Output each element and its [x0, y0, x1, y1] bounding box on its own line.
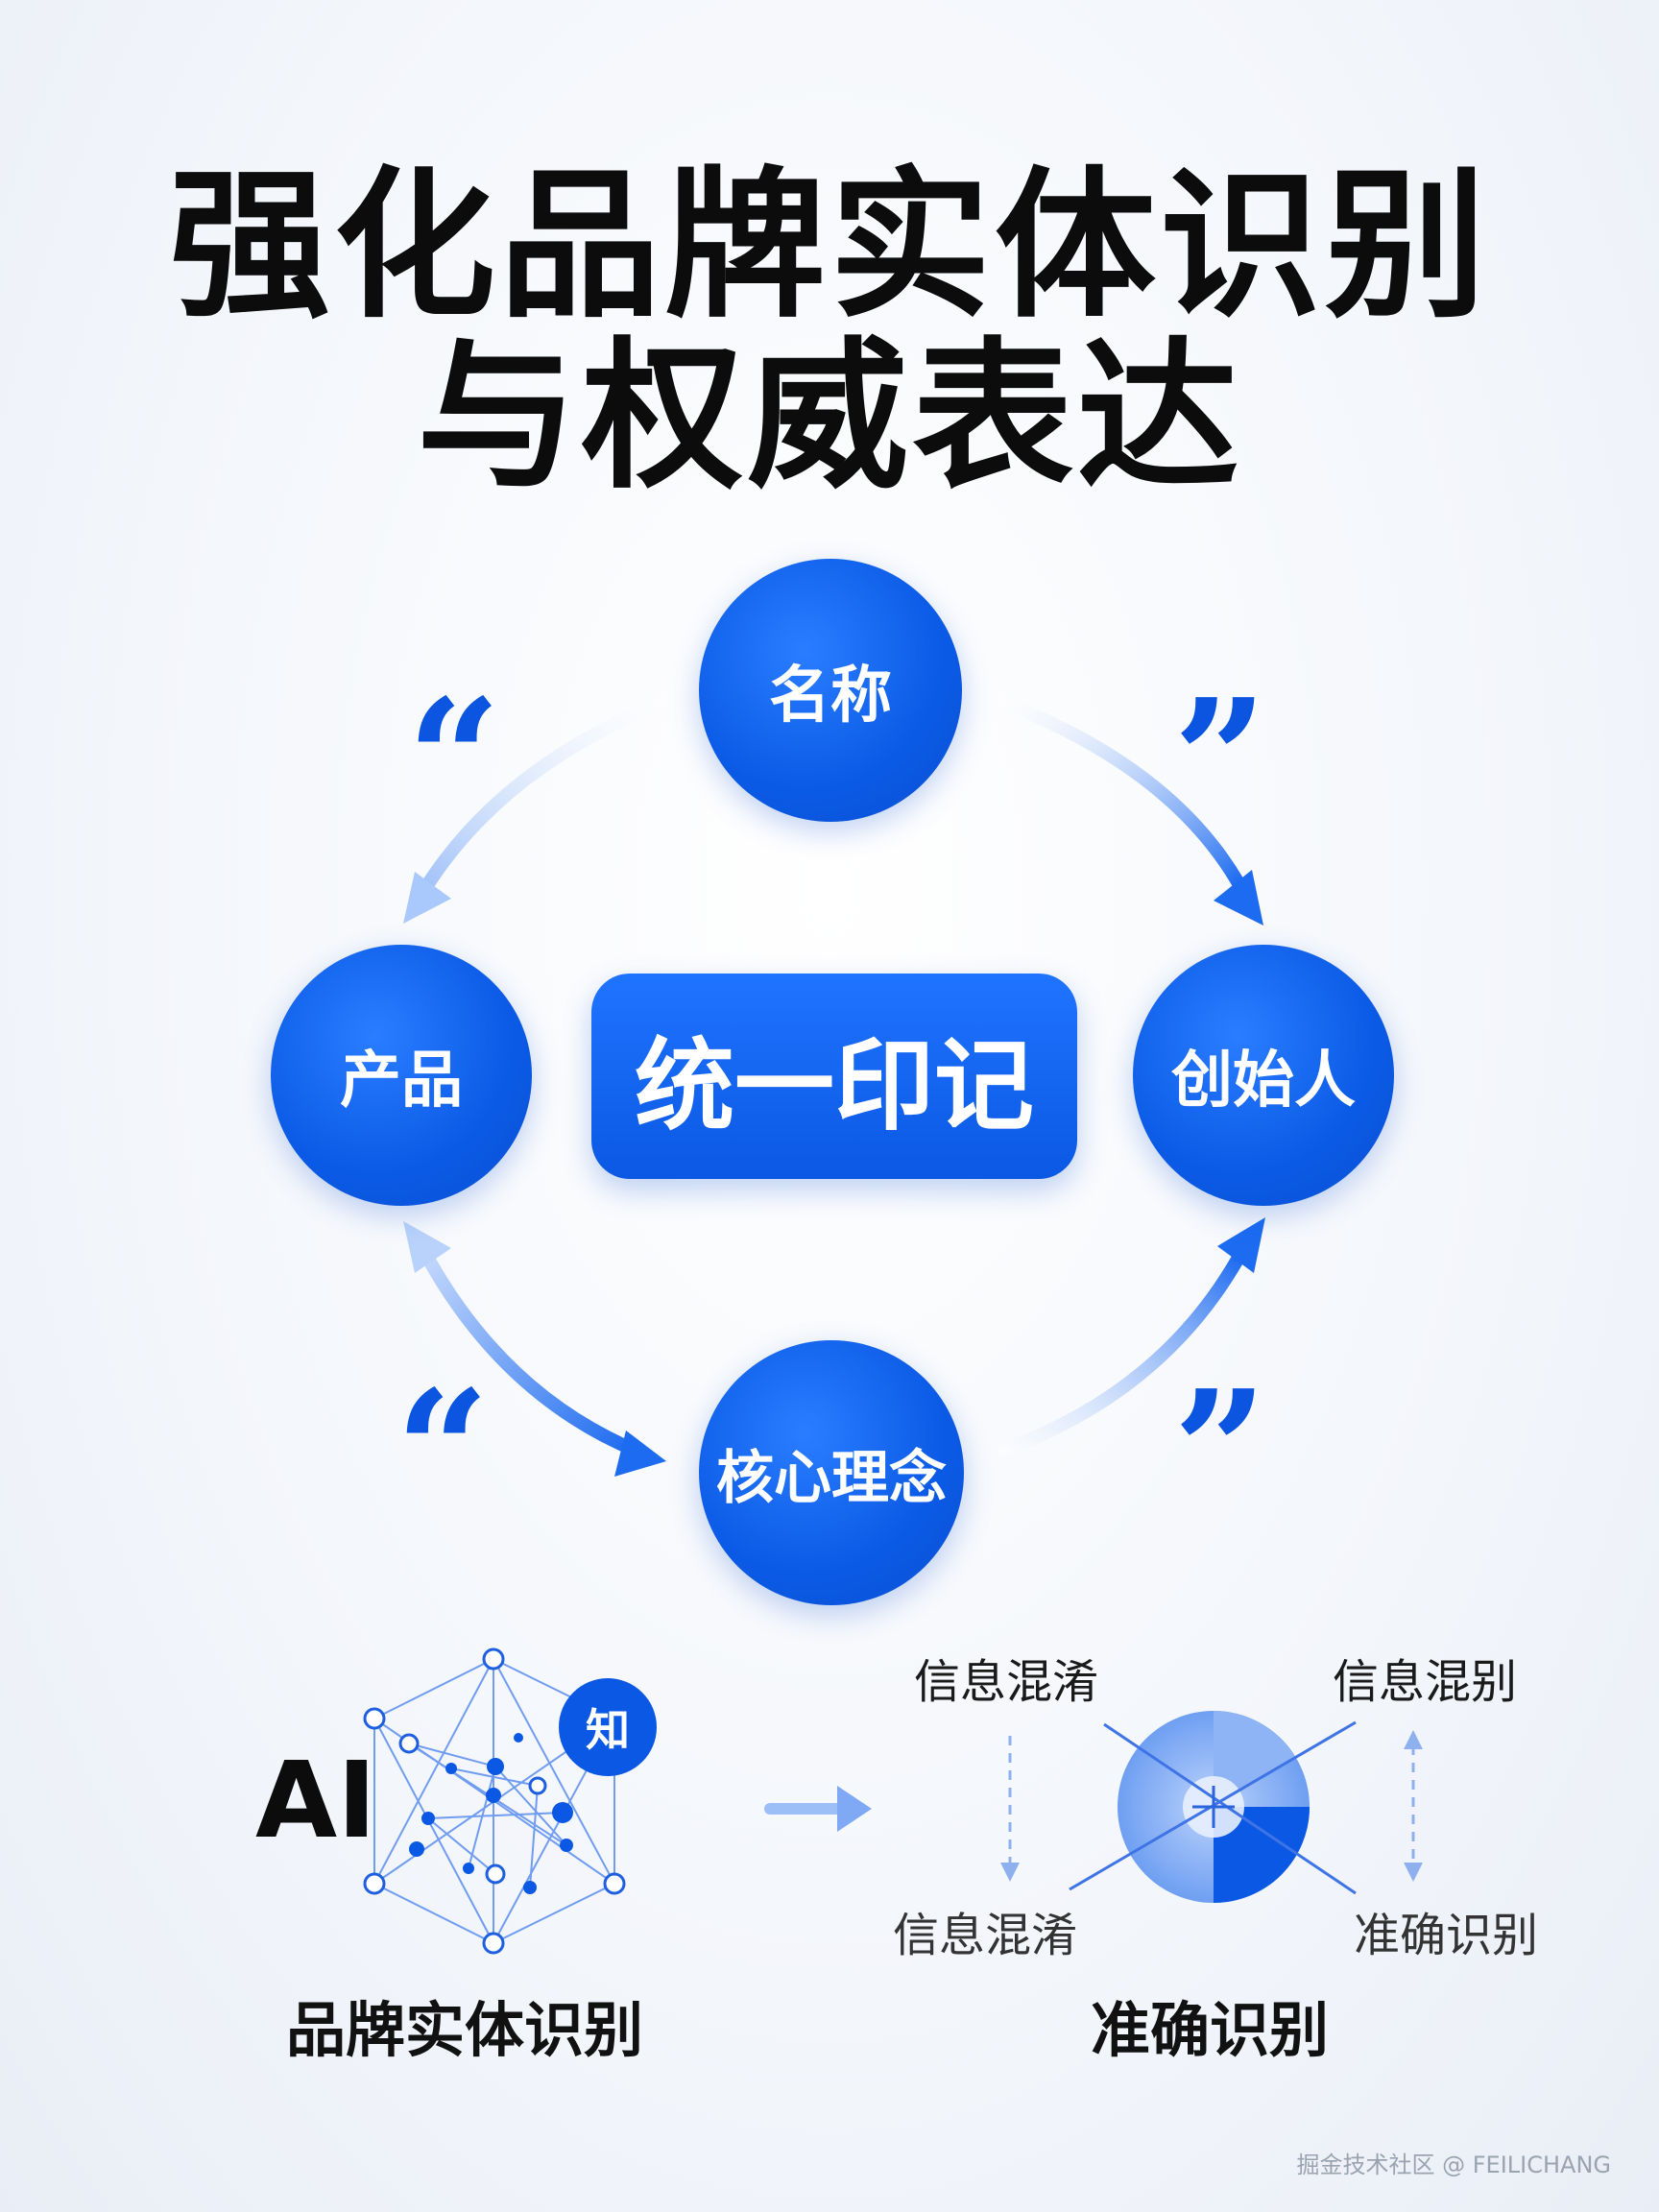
arrow-left-to-bottom — [416, 1241, 640, 1456]
arrow-head-left-top — [403, 1221, 451, 1273]
label-info-confusion-bottom: 信息混淆 — [893, 1909, 1078, 1962]
knowledge-badge: 知 — [559, 1678, 657, 1776]
node-name-label: 名称 — [769, 661, 892, 732]
knowledge-badge-label: 知 — [586, 1704, 630, 1756]
quote-close-bottom: ” — [1173, 1355, 1267, 1547]
ai-caption: 品牌实体识别 — [286, 1995, 644, 2065]
quote-open-bottom: “ — [396, 1355, 490, 1547]
arrow-bottom-to-right — [998, 1251, 1245, 1456]
recognition-caption: 准确识别 — [1091, 1995, 1330, 2065]
arrow-top-to-right — [998, 696, 1245, 890]
title-line-1: 强化品牌实体识别 — [169, 152, 1490, 340]
recognition-wedge-2 — [1214, 1711, 1296, 1807]
node-core-idea-label: 核心理念 — [716, 1444, 947, 1512]
arrow-head-bottom — [614, 1431, 666, 1477]
arrow-top-to-left — [416, 696, 669, 900]
arrow-head-left — [403, 872, 451, 924]
label-info-confusion-top: 信息混淆 — [914, 1655, 1099, 1709]
center-label: 统一印记 — [634, 1026, 1034, 1144]
node-product-label: 产品 — [340, 1046, 463, 1117]
recognition-wedge — [1214, 1807, 1310, 1903]
node-founder: 创始人 — [1133, 945, 1394, 1206]
label-accurate-bottom: 准确识别 — [1354, 1909, 1539, 1962]
watermark: 掘金技术社区 @ FEILICHANG — [1296, 2152, 1611, 2178]
node-product: 产品 — [271, 945, 532, 1206]
center-unified-mark: 统一印记 — [591, 974, 1077, 1179]
quote-open-top: “ — [407, 663, 501, 855]
title-line-2: 与权威表达 — [417, 323, 1242, 511]
node-founder-label: 创始人 — [1171, 1046, 1356, 1117]
label-info-mix-top: 信息混别 — [1333, 1655, 1518, 1709]
arrow-head-right-bottom — [1217, 1217, 1265, 1273]
node-name: 名称 — [699, 559, 962, 822]
node-core-idea: 核心理念 — [699, 1340, 964, 1605]
quote-close-top: ” — [1173, 663, 1267, 855]
ai-text: AI — [255, 1739, 377, 1862]
arrow-head-right-top — [1214, 870, 1263, 926]
